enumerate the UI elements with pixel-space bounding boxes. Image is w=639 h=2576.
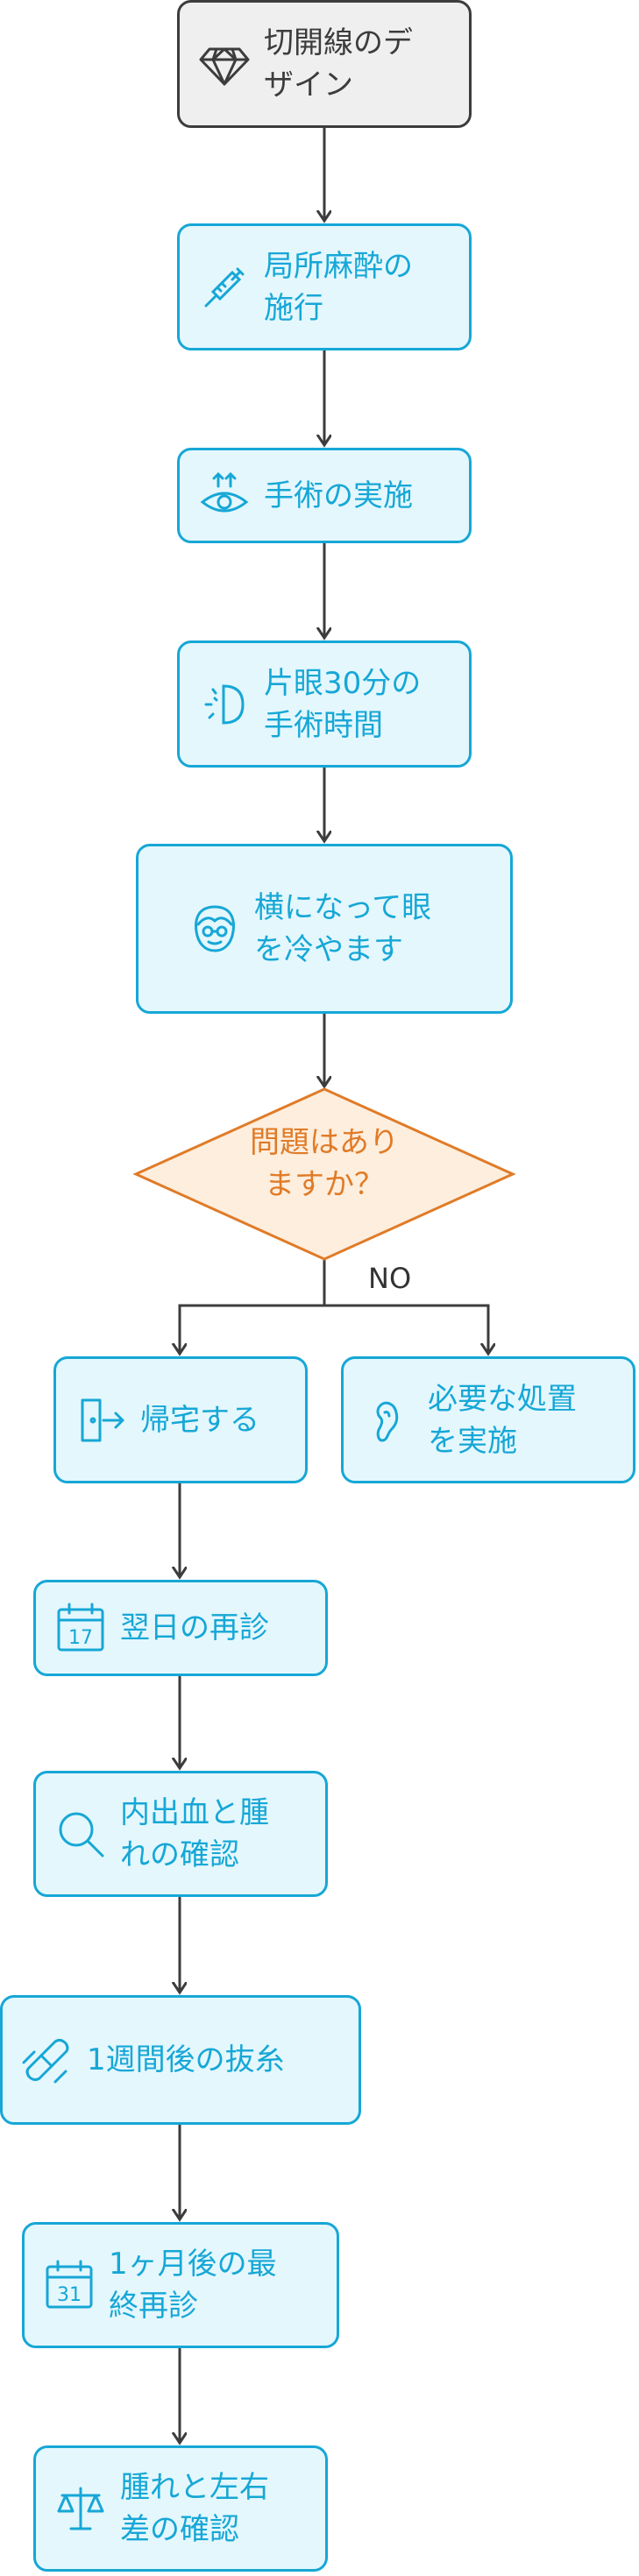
calendar-17-icon: 17	[53, 1601, 108, 1655]
node-suture: 1週間後の抜糸	[0, 1995, 361, 2125]
node-treatment: 必要な処置 を実施	[341, 1356, 635, 1483]
node-month-label: 1ヶ月後の最 終再診	[109, 2247, 277, 2324]
eye-lift-icon	[197, 469, 252, 523]
diamond-icon	[197, 37, 252, 91]
node-month: 31 1ヶ月後の最 終再診	[22, 2222, 339, 2348]
scale-icon	[53, 2481, 108, 2536]
decision-label: 問題はあり ますか？	[250, 1125, 399, 1202]
node-cool-label: 横になって眼 を冷やます	[254, 890, 432, 967]
node-cool: 横になって眼 を冷やます	[136, 844, 513, 1014]
edge-label-no: NO	[368, 1262, 412, 1295]
node-home-label: 帰宅する	[140, 1402, 259, 1438]
node-surgery: 手術の実施	[177, 448, 472, 543]
node-anesthesia-label: 局所麻酔の 施行	[264, 248, 413, 326]
face-icon	[188, 902, 242, 956]
magnifier-icon	[53, 1807, 108, 1861]
decision-diamond	[132, 1087, 516, 1261]
node-symmetry-label: 腫れと左右 差の確認	[120, 2470, 269, 2547]
node-time-label: 片眼30分の 手術時間	[264, 665, 422, 743]
syringe-icon	[197, 260, 252, 315]
node-anesthesia: 局所麻酔の 施行	[177, 223, 472, 350]
svg-text:31: 31	[57, 2284, 82, 2306]
node-bleeding: 内出血と腫 れの確認	[33, 1771, 328, 1897]
calendar-31-icon: 31	[42, 2258, 96, 2312]
node-suture-label: 1週間後の抜糸	[87, 2042, 285, 2077]
edge-decision-treatment	[324, 1304, 488, 1354]
exit-door-icon	[74, 1393, 128, 1447]
ear-icon	[361, 1393, 415, 1447]
node-treatment-label: 必要な処置 を実施	[428, 1381, 577, 1459]
node-design: 切開線のデ ザイン	[177, 0, 472, 128]
node-home: 帰宅する	[53, 1356, 308, 1483]
edge-decision-home	[180, 1259, 326, 1354]
node-symmetry: 腫れと左右 差の確認	[33, 2445, 328, 2572]
half-moon-icon	[197, 677, 252, 732]
node-surgery-label: 手術の実施	[264, 478, 413, 513]
svg-text:17: 17	[68, 1627, 93, 1649]
node-bleeding-label: 内出血と腫 れの確認	[120, 1795, 269, 1872]
node-nextday: 17 翌日の再診	[33, 1580, 328, 1676]
bandage-icon	[20, 2033, 75, 2087]
node-design-label: 切開線のデ ザイン	[264, 25, 413, 103]
node-time: 片眼30分の 手術時間	[177, 640, 472, 768]
node-nextday-label: 翌日の再診	[120, 1610, 269, 1645]
